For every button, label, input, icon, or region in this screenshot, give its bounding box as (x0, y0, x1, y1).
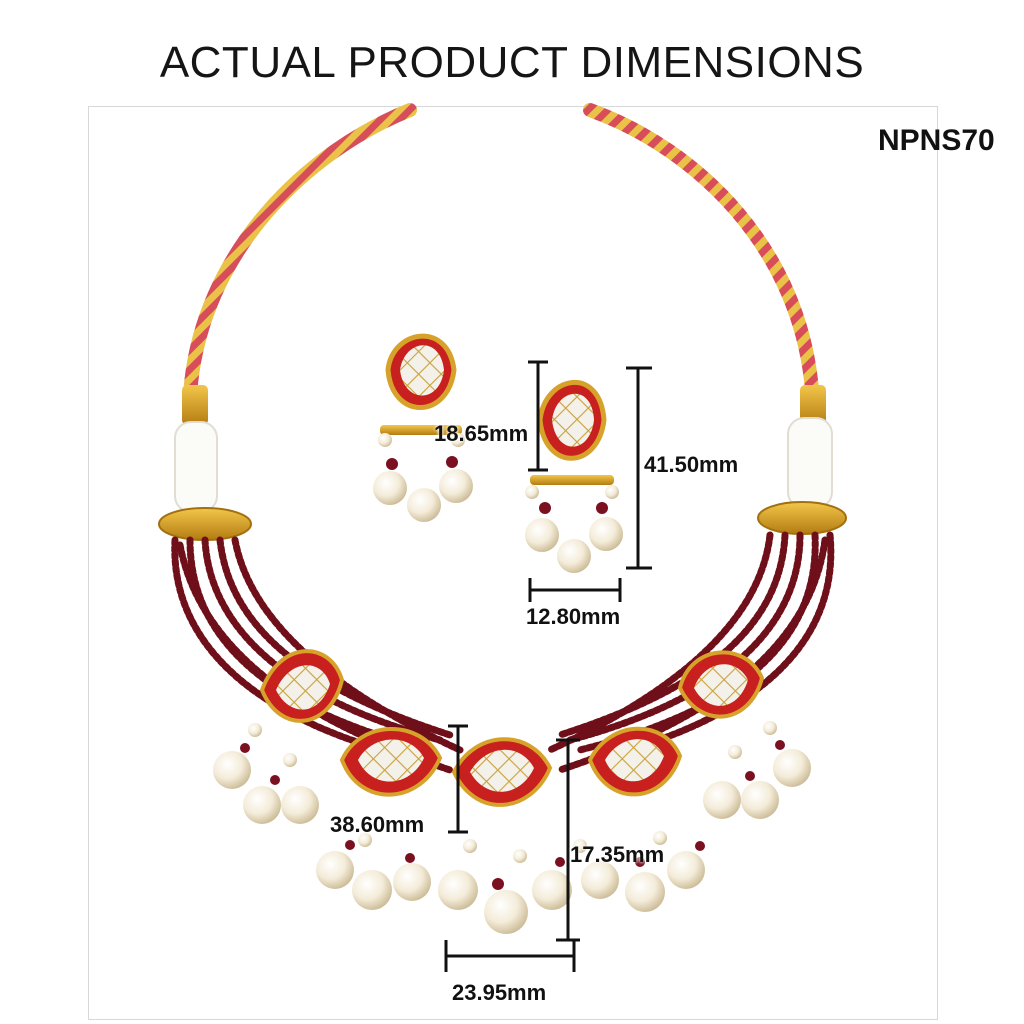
gold-cap-right (800, 385, 826, 425)
seed-bead-left (174, 421, 218, 513)
page-title: ACTUAL PRODUCT DIMENSIONS (159, 38, 865, 87)
necklace-motif-inner-left (339, 727, 443, 797)
necklace-motif-center (451, 737, 553, 807)
gold-cap-left (182, 385, 208, 425)
dim-earring-pendant-height: 18.65mm (434, 421, 529, 446)
necklace-motif-right (677, 650, 765, 719)
dim-center-pendant-height: 38.60mm (330, 812, 425, 837)
product-code: NPNS70 (878, 124, 995, 157)
gold-rondelle-right (757, 501, 847, 535)
dim-earring-total-height: 41.50mm (644, 452, 739, 477)
earring-right (525, 379, 623, 573)
dimension-lines (444, 360, 652, 972)
earring-left (373, 333, 473, 522)
seed-bead-right (787, 417, 833, 509)
dim-center-drop-height: 17.35mm (570, 842, 665, 867)
dim-earring-width: 12.80mm (526, 604, 621, 629)
pearl-fringe-back (213, 749, 811, 934)
necklace-motif-inner-right (587, 726, 683, 797)
necklace-motif-left (259, 649, 345, 723)
small-pearls (248, 721, 777, 863)
dim-center-width: 23.95mm (452, 980, 547, 1005)
maroon-drop-beads (240, 740, 785, 890)
necklace-cord (183, 103, 417, 402)
necklace-cord-right (583, 103, 819, 397)
gold-rondelle-left (158, 507, 252, 541)
